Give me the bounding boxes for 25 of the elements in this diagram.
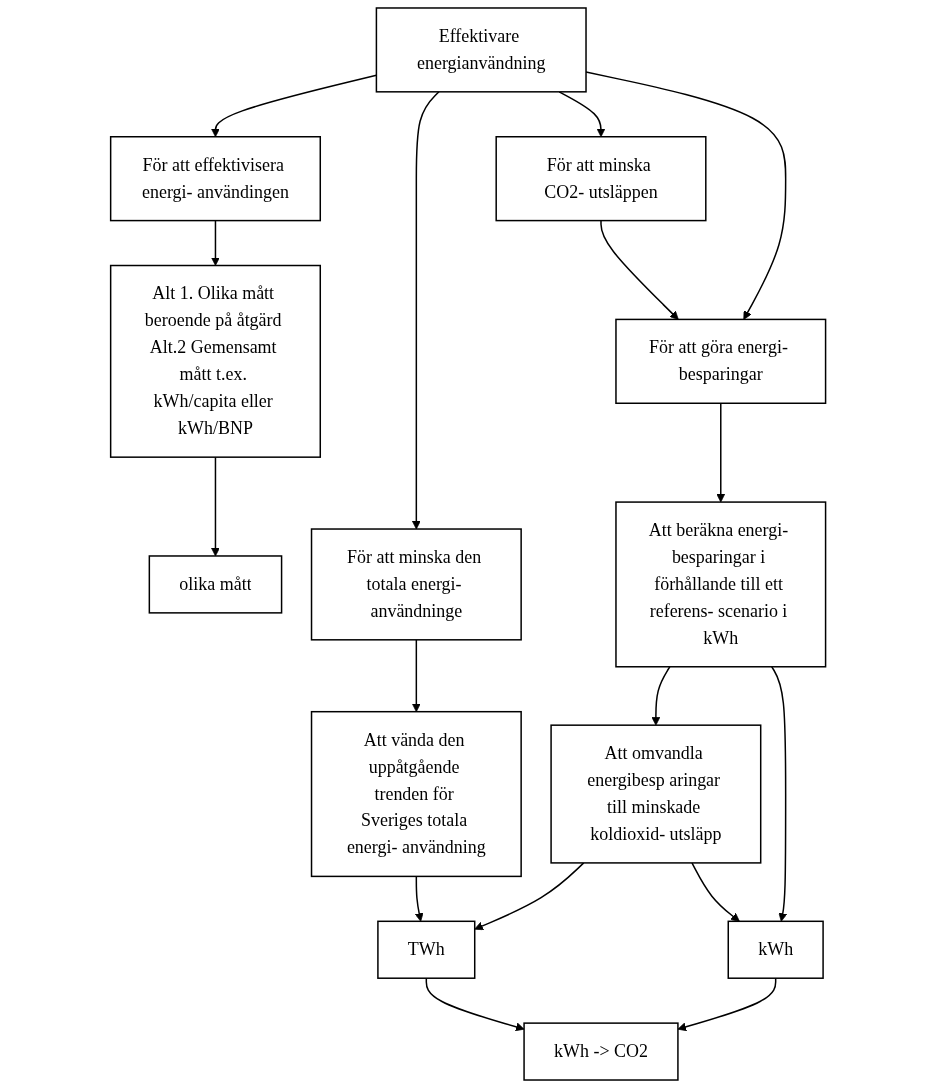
- node-box: kWh -> CO2: [523, 1022, 680, 1081]
- arrow: [425, 977, 525, 1032]
- arrow: [558, 91, 606, 138]
- arrow: [600, 219, 680, 320]
- node-box: TWh: [377, 920, 476, 979]
- arrow: [691, 862, 741, 922]
- arrow: [771, 666, 788, 922]
- node-box: Att vända den uppåtgående trenden för Sveriges totala energi- användning: [311, 710, 523, 878]
- arrow: [716, 402, 726, 503]
- arrow: [651, 666, 671, 726]
- node-box: Att omvandla energibesp aringar till minskade koldioxid- utsläpp: [550, 724, 762, 864]
- node-box: olika mått: [148, 555, 283, 614]
- arrow: [415, 875, 424, 922]
- node-box: Att beräkna energi- besparingar i förhållande till ett referens- scenario i kWh: [615, 501, 827, 668]
- arrow: [412, 639, 422, 713]
- node-box: kWh: [727, 920, 825, 979]
- node-box: För att göra energi- besparingar: [615, 318, 827, 404]
- arrow: [412, 91, 441, 530]
- node-box: För att minska CO2- utsläppen: [495, 136, 707, 222]
- arrow: [211, 456, 221, 557]
- node-box: För att minska den totala energi- användninge: [311, 528, 523, 641]
- arrow: [211, 219, 221, 266]
- node-box: Effektivare energianvändning: [376, 7, 588, 93]
- node-box: För att effektivisera energi- användingen: [110, 136, 322, 222]
- node-box: Alt 1. Olika mått beroende på åtgärd Alt.2 Gemensamt mått t.ex. kWh/capita eller kWh/BNP: [110, 264, 322, 458]
